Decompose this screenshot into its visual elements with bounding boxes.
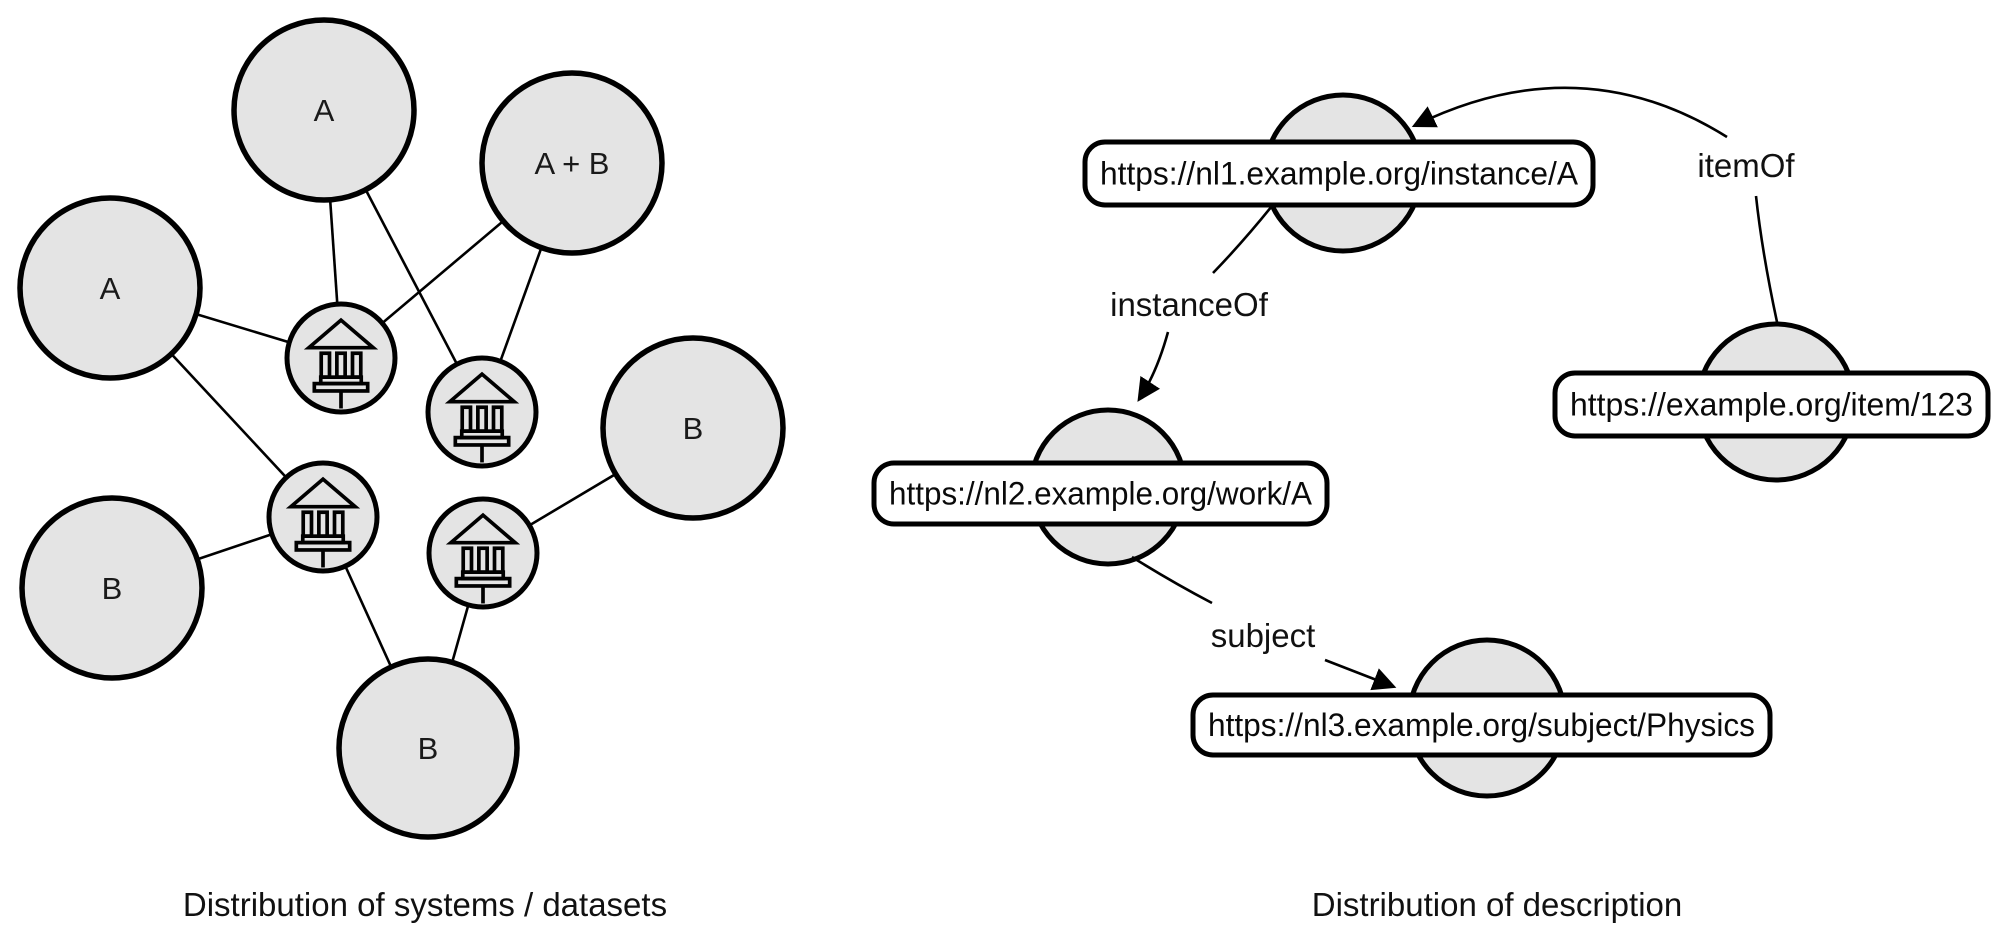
system-node-circle: [336, 656, 520, 840]
dataset-nodes: A A + B A B B B: [17, 17, 786, 840]
system-node-label: A + B: [535, 146, 610, 181]
uri-label-box: [871, 460, 1330, 527]
system-node-circle: [231, 17, 417, 203]
predicate-labels: instanceOf itemOf subject: [1110, 147, 1795, 654]
uri-label-box: [1082, 139, 1596, 208]
uri-label-item: https://example.org/item/123: [1552, 370, 1991, 439]
uri-label-instance: https://nl1.example.org/instance/A: [1082, 139, 1596, 208]
library-node-lib-1: [284, 301, 398, 415]
uri-label-subject: https://nl3.example.org/subject/Physics: [1190, 692, 1773, 758]
uri-label-text: https://nl1.example.org/instance/A: [1100, 156, 1579, 192]
system-node-a-plus-b: A + B: [479, 70, 665, 256]
arrow-instanceof-tail: [1212, 205, 1274, 274]
right-caption: Distribution of description: [1312, 886, 1683, 923]
uri-label-boxes: https://nl1.example.org/instance/A https:…: [871, 139, 1991, 758]
system-node-label: B: [683, 411, 704, 446]
predicate-label-itemOf: itemOf: [1697, 147, 1795, 184]
system-node-label: A: [100, 271, 121, 306]
system-node-circle: [17, 195, 203, 381]
arrow-subject-head: [1324, 658, 1397, 691]
system-node-b-bottom: B: [336, 656, 520, 840]
arrow-subject-tail: [1131, 555, 1213, 605]
systems-datasets-diagram: A A + B A B B B Distribution of systems / dat…: [17, 17, 786, 923]
left-caption: Distribution of systems / datasets: [183, 886, 667, 923]
predicate-label-instanceOf: instanceOf: [1110, 286, 1269, 323]
uri-label-text: https://example.org/item/123: [1570, 387, 1973, 423]
uri-label-text: https://nl3.example.org/subject/Physics: [1208, 707, 1755, 743]
system-node-b-right: B: [600, 335, 786, 521]
system-node-circle: [479, 70, 665, 256]
system-node-b-left: B: [19, 495, 205, 681]
description-diagram: https://nl1.example.org/instance/A https:…: [871, 86, 1991, 923]
predicate-arrows: [1131, 86, 1779, 691]
uri-label-work: https://nl2.example.org/work/A: [871, 460, 1330, 527]
system-node-label: A: [314, 93, 335, 128]
arrow-itemof-tail: [1754, 195, 1779, 323]
system-node-a-top: A: [231, 17, 417, 203]
uri-label-box: [1190, 692, 1773, 758]
arrow-instanceof-head: [1137, 331, 1170, 402]
uri-label-text: https://nl2.example.org/work/A: [889, 476, 1313, 512]
system-node-label: B: [102, 571, 123, 606]
system-node-circle: [600, 335, 786, 521]
library-node-lib-2: [425, 355, 539, 469]
system-node-circle: [19, 495, 205, 681]
arrow-itemof-head: [1411, 86, 1728, 139]
system-node-label: B: [418, 731, 439, 766]
system-node-a-left: A: [17, 195, 203, 381]
library-node-lib-4: [426, 496, 540, 610]
uri-label-box: [1552, 370, 1991, 439]
predicate-label-subject: subject: [1211, 617, 1316, 654]
library-node-lib-3: [266, 460, 380, 574]
